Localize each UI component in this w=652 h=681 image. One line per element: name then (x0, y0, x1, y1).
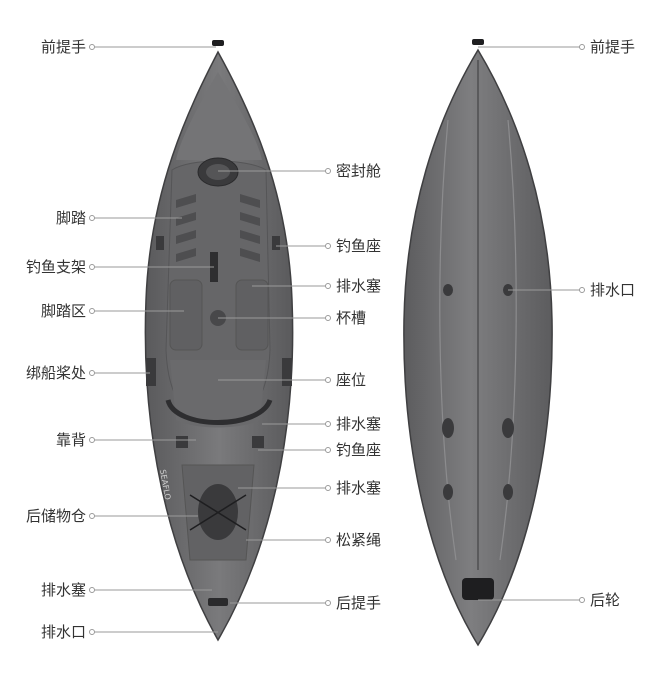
label-sealed-hatch: 密封舱 (336, 162, 382, 180)
bow-deck (176, 72, 262, 160)
label-rod-stand: 钓鱼支架 (25, 258, 86, 276)
foot-rests-left (176, 194, 196, 262)
label-rear-handle: 后提手 (336, 594, 382, 612)
label-backrest: 靠背 (55, 431, 86, 449)
label-bungee-cord: 松紧绳 (336, 531, 382, 549)
kayak-top-view: SEAFLO (144, 40, 294, 642)
label-drain-plug-1: 排水塞 (336, 277, 382, 295)
label-rear-storage: 后储物仓 (25, 507, 86, 525)
front-handle (212, 40, 224, 46)
label-rear-wheel: 后轮 (590, 591, 621, 609)
label-cup-holder: 杯槽 (336, 309, 367, 327)
label-paddle-holder: 绑船桨处 (25, 364, 86, 382)
rod-mount-left (156, 236, 164, 250)
rod-holder-rear-left (176, 436, 188, 448)
seat (170, 360, 266, 428)
backrest (165, 398, 273, 425)
label-footrest-area: 脚踏区 (40, 302, 86, 320)
label-rod-holder-2: 钓鱼座 (336, 441, 382, 459)
leader-lines (89, 44, 585, 635)
bungee-cord (189, 494, 247, 531)
kayak-bottom-view (403, 39, 553, 647)
paddle-holder-left (146, 358, 156, 386)
chine-right (499, 119, 517, 561)
label-drain-plug-left: 排水塞 (40, 581, 86, 599)
label-drain-plug-2: 排水塞 (336, 415, 382, 433)
label-front-handle: 前提手 (40, 38, 86, 56)
rear-handle (208, 598, 228, 606)
rear-wheel (462, 578, 494, 600)
label-bottom-drain-port: 排水口 (590, 281, 636, 299)
label-bottom-front-handle: 前提手 (590, 38, 636, 56)
label-footrest: 脚踏 (55, 209, 86, 227)
label-drain-port-left: 排水口 (40, 623, 86, 641)
label-drain-plug-3: 排水塞 (336, 479, 382, 497)
chine-left (439, 119, 457, 561)
rod-holder-rear-right (252, 436, 264, 448)
footrest-area-left (169, 279, 203, 351)
scupper-holes (442, 284, 514, 500)
footrest-area-right (235, 279, 269, 351)
bottom-front-handle (472, 39, 484, 45)
paddle-holder-right (282, 358, 292, 386)
foot-rests-right (240, 194, 260, 262)
label-rod-holder-1: 钓鱼座 (336, 237, 382, 255)
label-seat: 座位 (336, 371, 367, 389)
rod-mount-right (272, 236, 280, 250)
